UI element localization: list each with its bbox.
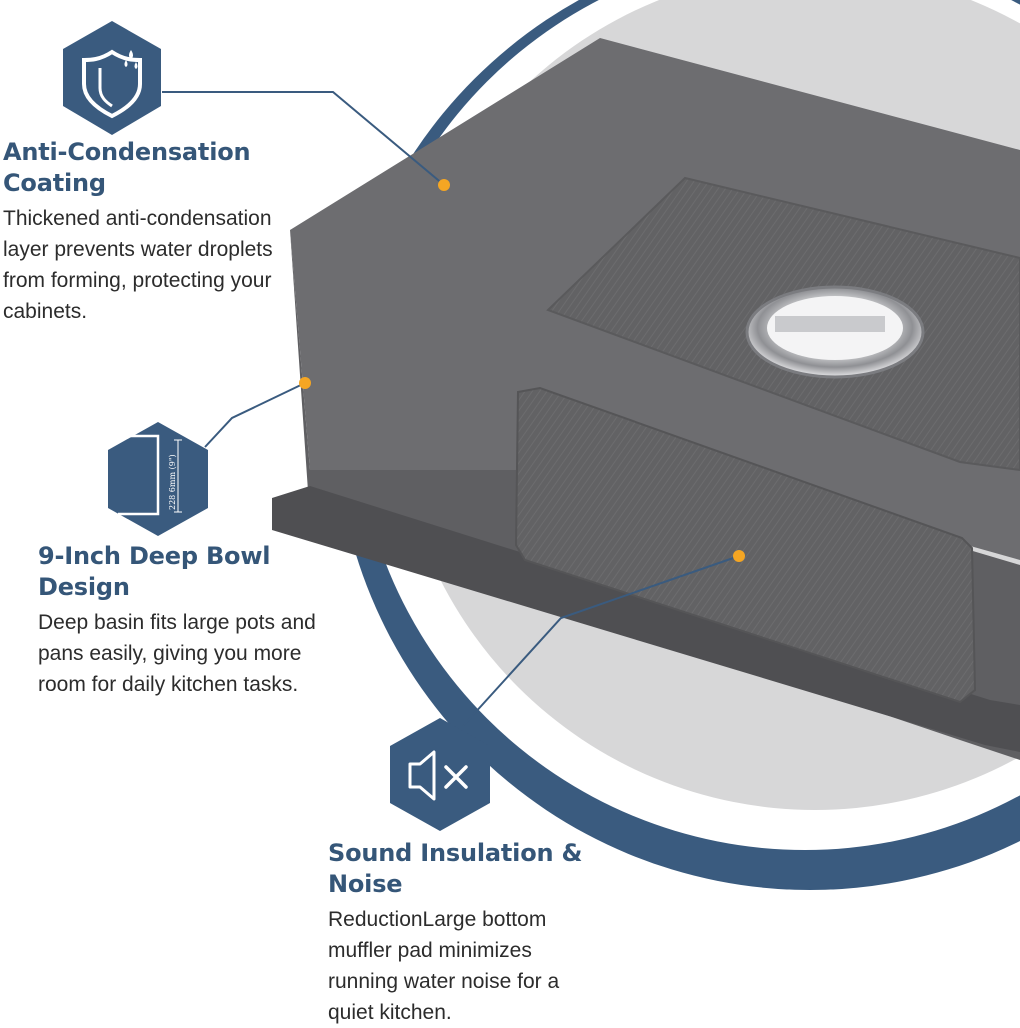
sink-rim: [272, 486, 1020, 752]
feature-title: Anti-Condensation Coating: [3, 138, 251, 197]
feature-deep-bowl: 9-Inch Deep Bowl Design Deep basin fits …: [38, 541, 328, 700]
depth-dimension-label: 228 6mm (9"): [168, 454, 177, 510]
callout-marker-coating: [438, 179, 450, 191]
feature-description: Deep basin fits large pots and pans easi…: [38, 611, 316, 696]
leader-line-coating: [162, 91, 445, 186]
sink-body: [272, 38, 1020, 760]
shield-droplet-icon: [63, 21, 161, 135]
callout-marker-depth: [299, 377, 311, 389]
callout-marker-sound: [733, 550, 745, 562]
speaker-mute-icon: [390, 718, 490, 831]
feature-sound-insulation: Sound Insulation & Noise ReductionLarge …: [328, 838, 598, 1028]
feature-description: Thickened anti-condensation layer preven…: [3, 207, 273, 323]
feature-description: ReductionLarge bottom muffler pad minimi…: [328, 908, 560, 1024]
bowl-depth-icon: 228 6mm (9"): [108, 422, 208, 536]
feature-anti-condensation: Anti-Condensation Coating Thickened anti…: [3, 137, 303, 327]
feature-title: Sound Insulation & Noise: [328, 839, 583, 898]
muffler-pad-front: [514, 386, 977, 704]
leader-line-depth: [204, 382, 306, 448]
feature-title: 9-Inch Deep Bowl Design: [38, 542, 271, 601]
leader-line-sound: [462, 555, 740, 727]
drain-highlight: [775, 316, 885, 332]
